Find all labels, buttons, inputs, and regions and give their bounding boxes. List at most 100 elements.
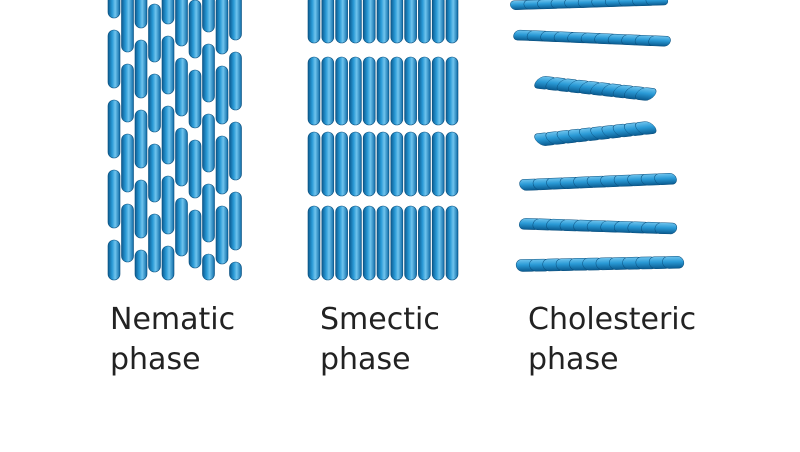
nematic-molecule-rod <box>148 3 161 63</box>
smectic-molecule-rod <box>404 56 417 126</box>
smectic-molecule-rod <box>445 131 459 197</box>
nematic-molecule-rod <box>134 249 148 281</box>
nematic-label-line2: phase <box>110 342 201 377</box>
nematic-molecule-rod <box>188 69 202 129</box>
nematic-molecule-rod <box>148 143 161 203</box>
nematic-molecule-rod <box>215 135 229 195</box>
nematic-molecule-rod <box>148 73 161 133</box>
cholesteric-layer <box>519 172 677 191</box>
smectic-molecule-rod <box>349 205 362 281</box>
smectic-molecule-rod <box>390 205 404 281</box>
smectic-molecule-rod <box>349 0 362 44</box>
smectic-molecule-rod <box>431 0 445 44</box>
smectic-molecule-rod <box>321 0 335 44</box>
smectic-phase-label: Smectic phase <box>320 300 440 380</box>
nematic-molecule-rod <box>134 0 148 29</box>
smectic-phase-illustration <box>307 0 459 281</box>
nematic-molecule-rod <box>202 183 215 243</box>
nematic-molecule-rod <box>202 43 215 103</box>
smectic-molecule-rod <box>362 0 376 44</box>
smectic-molecule-rod <box>445 56 459 126</box>
smectic-molecule-rod <box>307 56 321 126</box>
smectic-molecule-rod <box>418 205 431 281</box>
smectic-molecule-rod <box>335 131 348 197</box>
nematic-molecule-rod <box>229 0 242 41</box>
smectic-molecule-rod <box>390 0 404 44</box>
nematic-molecule-rod <box>229 191 242 251</box>
nematic-molecule-rod <box>161 0 175 25</box>
smectic-molecule-rod <box>307 205 321 281</box>
smectic-molecule-rod <box>431 131 445 197</box>
smectic-molecule-rod <box>321 56 335 126</box>
smectic-molecule-rod <box>445 205 459 281</box>
nematic-molecule-rod <box>134 39 148 99</box>
cholesteric-molecule-rod <box>635 121 657 135</box>
smectic-molecule-rod <box>335 205 348 281</box>
nematic-molecule-rod <box>107 169 121 229</box>
smectic-molecule-rod <box>307 0 321 44</box>
smectic-molecule-rod <box>390 131 404 197</box>
cholesteric-label-line2: phase <box>528 342 619 377</box>
smectic-molecule-rod <box>321 205 335 281</box>
nematic-molecule-rod <box>161 105 175 165</box>
nematic-molecule-rod <box>229 51 242 111</box>
nematic-phase-illustration <box>107 0 242 281</box>
nematic-molecule-rod <box>175 197 188 257</box>
nematic-molecule-rod <box>134 179 148 239</box>
cholesteric-molecule-rod <box>662 256 685 269</box>
nematic-molecule-rod <box>107 29 121 89</box>
smectic-molecule-rod <box>376 205 390 281</box>
smectic-molecule-rod <box>335 0 348 44</box>
nematic-molecule-rod <box>229 261 242 281</box>
smectic-molecule-rod <box>362 205 376 281</box>
smectic-molecule-rod <box>376 0 390 44</box>
cholesteric-layer <box>534 76 657 101</box>
cholesteric-layer <box>513 29 671 47</box>
nematic-molecule-rod <box>161 35 175 95</box>
cholesteric-label-line1: Cholesteric <box>528 302 697 337</box>
nematic-molecule-rod <box>175 0 188 47</box>
nematic-label-line1: Nematic <box>110 302 236 337</box>
smectic-molecule-rod <box>335 56 348 126</box>
cholesteric-layer <box>519 218 678 235</box>
smectic-label-line1: Smectic <box>320 302 440 337</box>
nematic-molecule-rod <box>202 253 215 281</box>
smectic-molecule-rod <box>404 131 417 197</box>
smectic-molecule-rod <box>404 205 417 281</box>
nematic-molecule-rod <box>161 245 175 281</box>
smectic-molecule-rod <box>349 56 362 126</box>
smectic-molecule-rod <box>404 0 417 44</box>
nematic-molecule-rod <box>121 63 134 123</box>
smectic-label-line2: phase <box>320 342 411 377</box>
smectic-molecule-rod <box>390 56 404 126</box>
smectic-molecule-rod <box>362 56 376 126</box>
cholesteric-phase-label: Cholesteric phase <box>528 300 696 380</box>
nematic-molecule-rod <box>121 133 134 193</box>
nematic-molecule-rod <box>202 113 215 173</box>
smectic-molecule-rod <box>376 56 390 126</box>
nematic-molecule-rod <box>121 0 134 53</box>
nematic-molecule-rod <box>188 209 202 269</box>
smectic-molecule-rod <box>349 131 362 197</box>
smectic-molecule-rod <box>362 131 376 197</box>
nematic-molecule-rod <box>188 0 202 59</box>
nematic-molecule-rod <box>107 239 121 281</box>
nematic-molecule-rod <box>121 203 134 263</box>
cholesteric-molecule-rod <box>648 35 671 47</box>
smectic-molecule-rod <box>431 56 445 126</box>
cholesteric-layer <box>534 121 657 146</box>
nematic-molecule-rod <box>175 127 188 187</box>
smectic-molecule-rod <box>418 131 431 197</box>
nematic-molecule-rod <box>188 139 202 199</box>
nematic-phase-label: Nematic phase <box>110 300 235 380</box>
cholesteric-molecule-rod <box>635 87 657 101</box>
nematic-molecule-rod <box>215 65 229 125</box>
nematic-molecule-rod <box>134 109 148 169</box>
cholesteric-molecule-rod <box>654 172 677 185</box>
cholesteric-layer <box>515 256 685 272</box>
smectic-molecule-rod <box>321 131 335 197</box>
smectic-molecule-rod <box>431 205 445 281</box>
smectic-molecule-rod <box>418 56 431 126</box>
nematic-molecule-rod <box>215 0 229 55</box>
